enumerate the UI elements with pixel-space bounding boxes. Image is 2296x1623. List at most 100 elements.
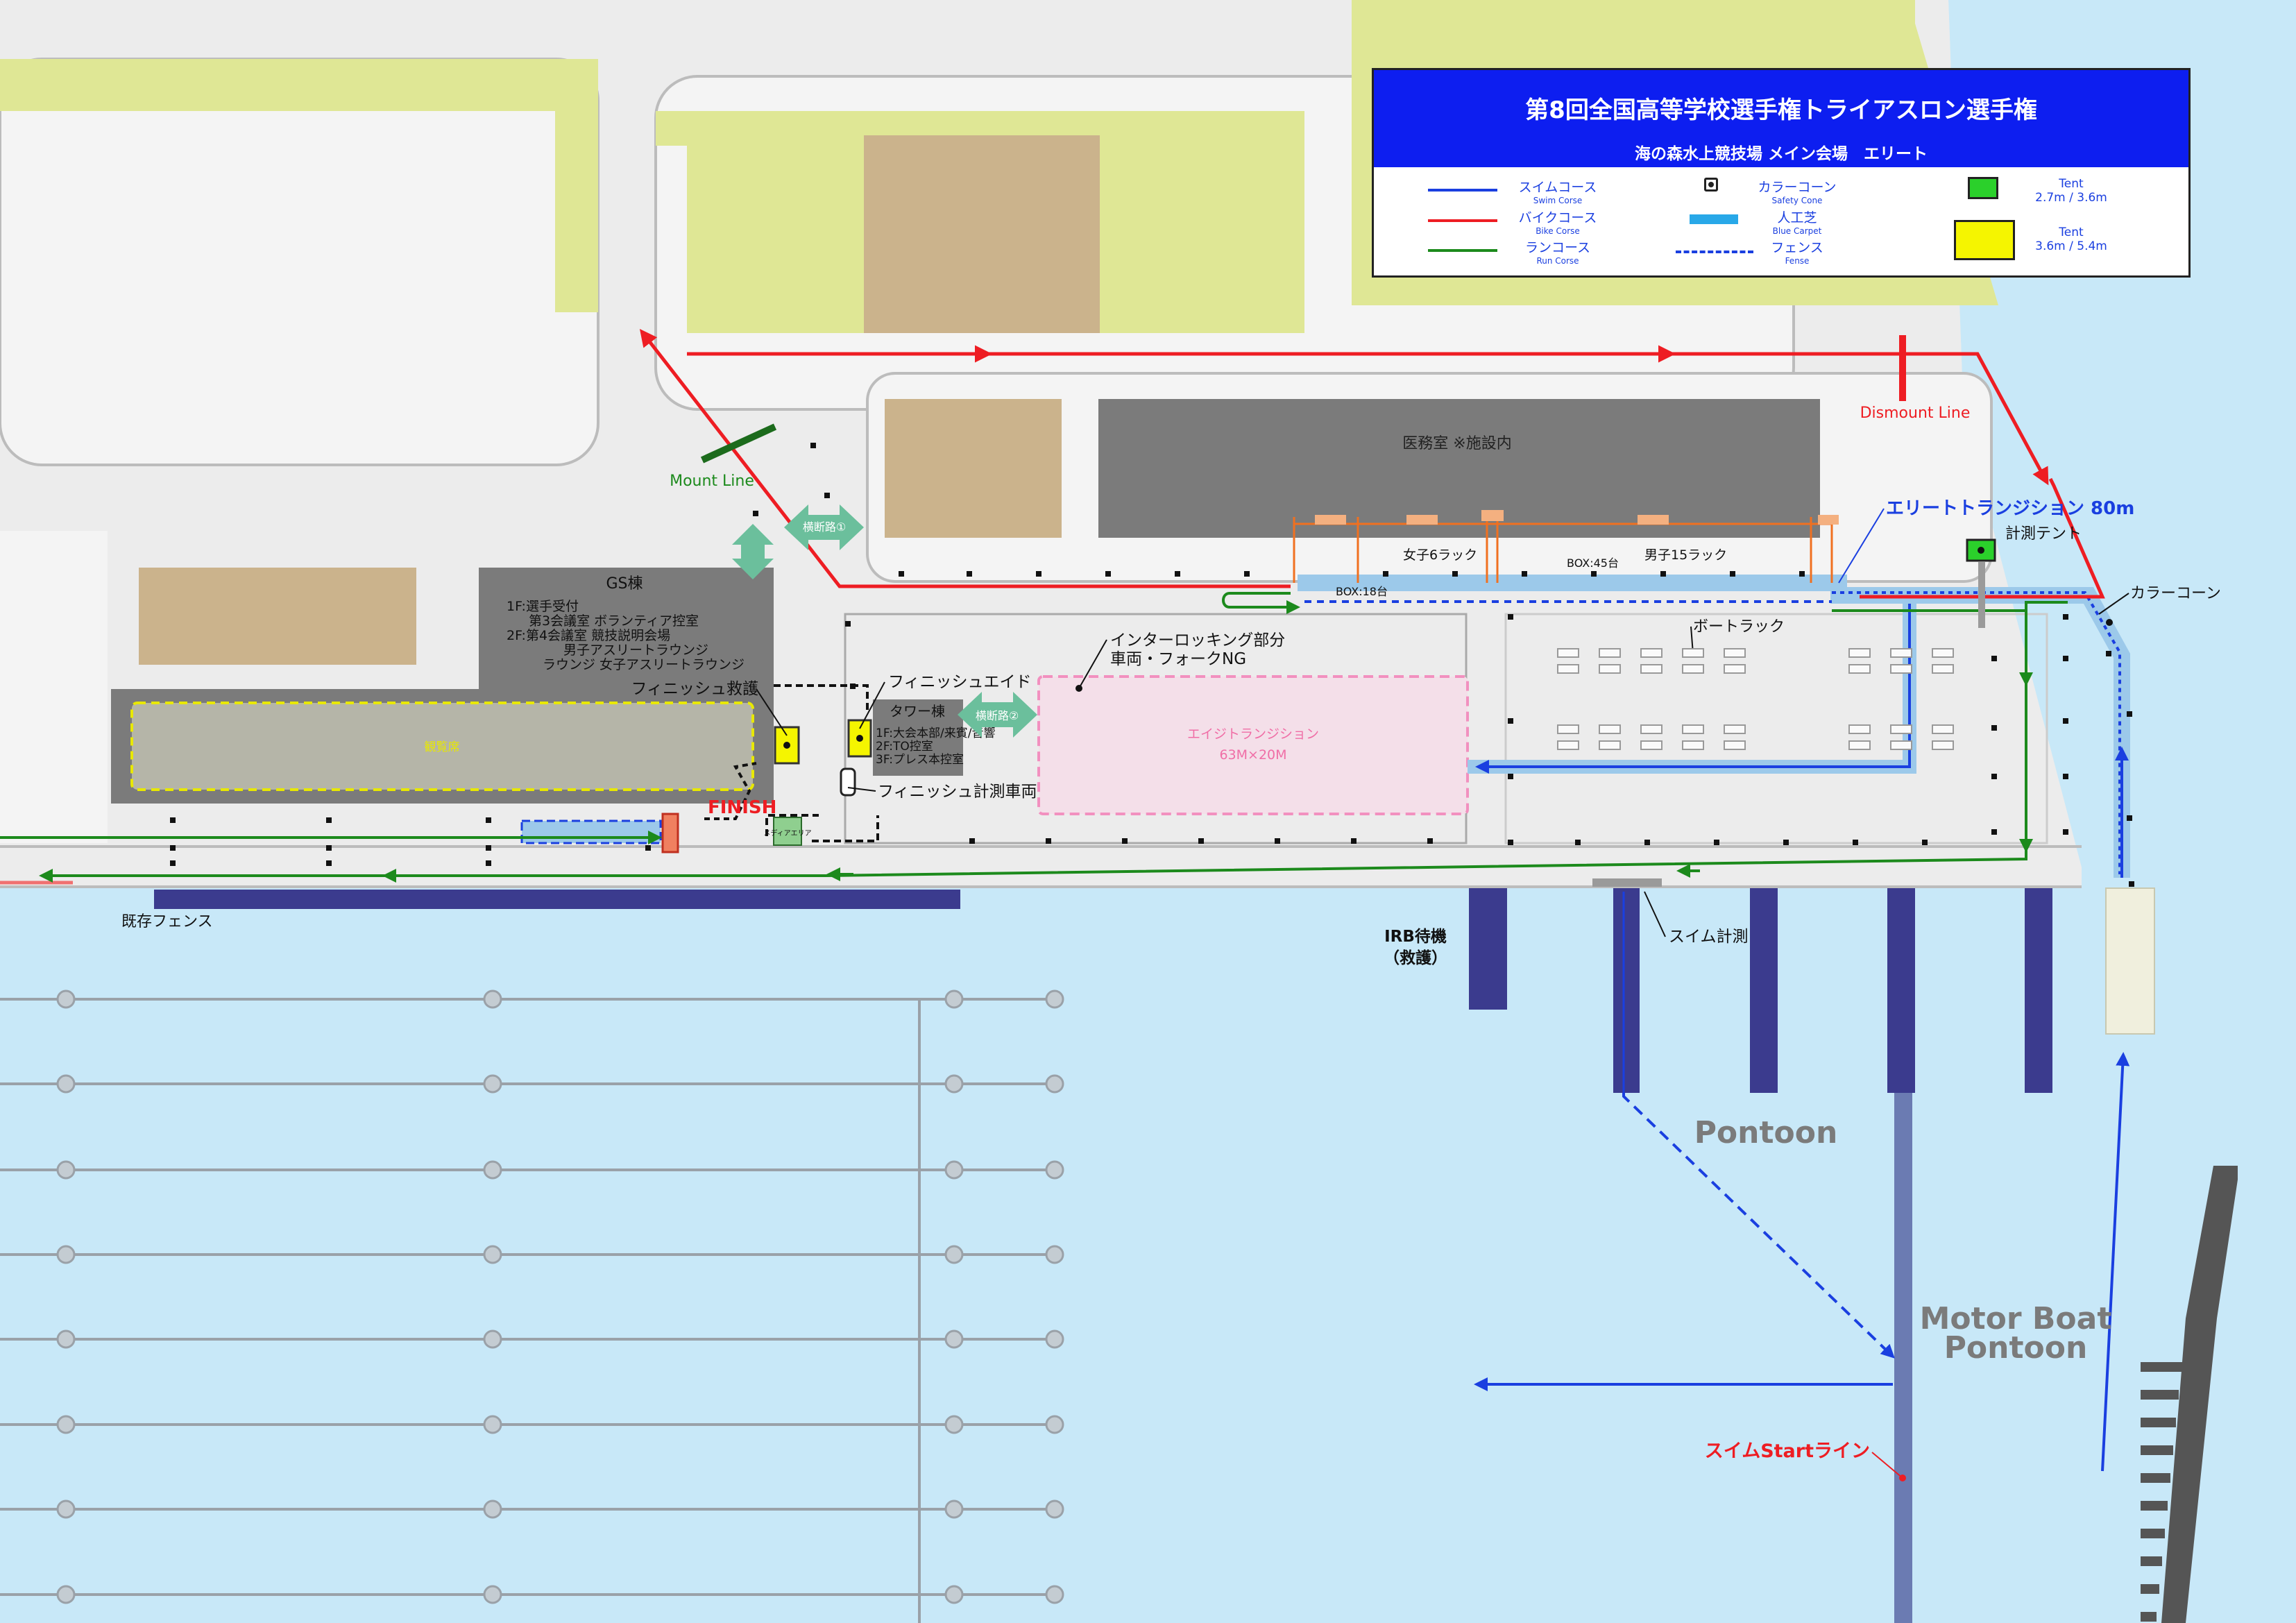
finish-zigzag (704, 762, 757, 820)
sand-area-1 (864, 135, 1100, 333)
yellow-tent-rescue-dot (783, 742, 790, 749)
legend-run-en: Run Corse (1536, 256, 1579, 266)
existing-fence-bar (154, 890, 960, 909)
timing-pole (1978, 562, 1985, 628)
legend-fence-ja: フェンス (1771, 240, 1823, 255)
fence-dashed-2 (1832, 591, 2121, 874)
pier-5 (2025, 888, 2052, 1093)
legend-tent2-ja: Tent (2059, 226, 2084, 239)
legend-swim-en: Swim Corse (1533, 196, 1583, 205)
tower-line-2: 2F:TO控室 (876, 740, 933, 754)
timing-tent-label: 計測テント (2005, 525, 2082, 543)
dismount-label: Dismount Line (1860, 405, 1971, 422)
grass-strip-1 (0, 59, 598, 312)
finish-aid-label: フィニッシュエイド (888, 673, 1032, 691)
gs-line-4: 男子アスリートラウンジ (563, 643, 708, 658)
grass-top-center (1832, 0, 1915, 62)
men-rack-label: 男子15ラック (1644, 547, 1727, 563)
legend-fence-en: Fense (1785, 256, 1810, 266)
legend-title: 第8回全国高等学校選手権トライアスロン選手権 (1525, 96, 2037, 124)
interlock-label-1: インターロッキング部分 (1110, 631, 1285, 649)
motor-boat-label-1: Motor Boat (1920, 1301, 2112, 1336)
pier-4 (1887, 888, 1915, 1093)
legend-cone-ja: カラーコーン (1758, 180, 1837, 195)
legend-tent1-en: 2.7m / 3.6m (2035, 191, 2107, 205)
rack-dim-boxes (1315, 510, 1839, 525)
swim-start-leader (1871, 1452, 1903, 1479)
svg-text:横断路②: 横断路② (976, 709, 1019, 722)
legend-carpet-en: Blue Carpet (1772, 226, 1822, 236)
legend-cone-en: Safety Cone (1771, 196, 1823, 205)
road-island-1 (0, 58, 599, 466)
legend-tent1-ja: Tent (2059, 177, 2084, 191)
run-arrowheads (382, 666, 2033, 883)
swim-timing-bar (1592, 878, 1662, 887)
finish-rescue-leader (756, 688, 788, 736)
svg-text:横断路①: 横断路① (803, 520, 846, 534)
legend-tent2-en: 3.6m / 5.4m (2035, 239, 2107, 253)
interlock-dot (1075, 685, 1082, 692)
pontoon-label: Pontoon (1694, 1115, 1838, 1150)
mount-label: Mount Line (670, 473, 754, 490)
motor-boat-label-2: Pontoon (1944, 1330, 2088, 1366)
legend-box: 第8回全国高等学校選手権トライアスロン選手権 海の森水上競技場 メイン会場 エリ… (1372, 68, 2191, 278)
finish-aid-leader (859, 681, 885, 729)
finish-timing-leader (847, 787, 876, 792)
legend-body: スイムコース Swim Corse バイクコース Bike Corse ランコー… (1374, 167, 2188, 275)
finish-timing-label: フィニッシュ計測車両 (878, 783, 1037, 801)
age-transition-size: 63M×20M (1219, 747, 1286, 763)
color-cone-label: カラーコーン (2130, 585, 2221, 602)
box45-label: BOX:45台 (1567, 556, 1619, 570)
spectator-label: 観覧席 (425, 740, 460, 754)
swim-path-transition (1475, 604, 1911, 774)
crossing-1: 横断路① (784, 504, 864, 550)
crossing-1-vertical (732, 524, 774, 579)
sand-area-2 (885, 399, 1062, 538)
finish-rescue-label: フィニッシュ救護 (631, 680, 758, 698)
green-tent-icon (1968, 177, 1998, 199)
gs-line-1: 1F:選手受付 (507, 599, 579, 614)
spectator-stand (130, 702, 754, 791)
gs-line-2: 第3会議室 ボランティア控室 (529, 613, 699, 629)
medical-label: 医務室 ※施設内 (1402, 435, 1511, 452)
cone-icon (1704, 178, 1718, 192)
motor-pontoon-main (1894, 1093, 1912, 1623)
medical-building (1098, 399, 1820, 538)
boat-rack-label: ボートラック (1693, 618, 1785, 636)
legend-swim-line (1428, 189, 1497, 192)
yellow-tent-icon (1954, 220, 2015, 260)
tower-line-1: 1F:大会本部/来賓/音響 (876, 726, 995, 740)
legend-header: 第8回全国高等学校選手権トライアスロン選手権 海の森水上競技場 メイン会場 エリ… (1374, 70, 2188, 167)
right-pontoon-fingers (2141, 1362, 2182, 1622)
legend-carpet-bar (1690, 214, 1738, 224)
irb-rescue-label: （救護） (1384, 949, 1447, 967)
sand-area-3 (139, 568, 416, 665)
pier-3 (1750, 888, 1778, 1093)
mount-line (700, 423, 777, 464)
irb-pier (1469, 888, 1507, 1010)
swim-timing-leader (1644, 891, 1666, 937)
interlock-label-2: 車両・フォークNG (1110, 650, 1246, 668)
gs-title: GS棟 (606, 575, 643, 593)
legend-run-ja: ランコース (1524, 240, 1591, 255)
cone-right-dot (2106, 619, 2113, 626)
lane-ropes (0, 998, 1058, 1623)
exit-ramp (2105, 887, 2155, 1035)
pier-2 (1613, 888, 1640, 1093)
finish-fence (765, 684, 879, 842)
legend-fence-line (1676, 250, 1753, 253)
swim-return-arrow (2101, 1052, 2130, 1472)
media-area (773, 817, 802, 846)
legend-swim-ja: スイムコース (1518, 180, 1597, 195)
tower-title: タワー棟 (890, 703, 945, 720)
swim-timing-label: スイム計測 (1669, 928, 1749, 946)
tower-building (873, 699, 963, 776)
media-label: メディアエリア (763, 829, 811, 838)
women-rack-label: 女子6ラック (1403, 547, 1477, 563)
swim-leg-1 (1622, 1093, 1895, 1359)
legend-run-line (1428, 249, 1497, 252)
legend-bike-line (1428, 219, 1497, 222)
crossing-2: 横断路② (958, 692, 1037, 738)
carpet-finish (520, 819, 662, 844)
elite-transition-leader (1838, 508, 1885, 584)
